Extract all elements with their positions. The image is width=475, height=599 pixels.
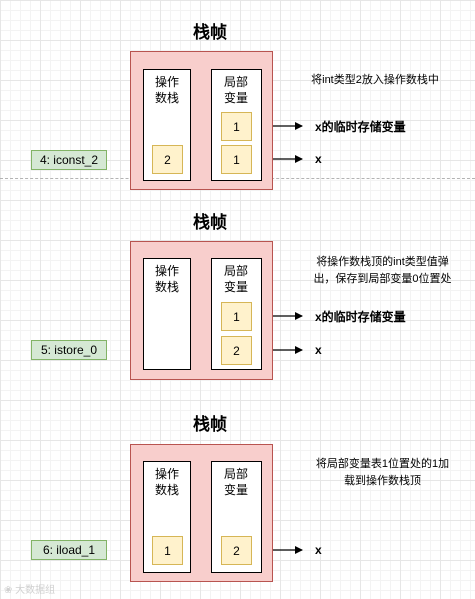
stack-slot-3-0: 1	[152, 536, 183, 565]
frame-title-3: 栈帧	[193, 415, 227, 434]
operand-stack-label-2: 操作 数栈	[154, 264, 179, 294]
local-vars-label-3: 局部 变量	[223, 467, 248, 497]
local-vars-label-2: 局部 变量	[223, 264, 248, 294]
frame-title-2: 栈帧	[193, 213, 227, 232]
watermark-logo-icon: ❀	[4, 585, 13, 596]
target-2-1: x	[315, 343, 322, 357]
note-2: 将操作数栈顶的int类型值弹 出，保存到局部变量0位置处	[313, 256, 452, 285]
instruction-2: 5: istore_0	[31, 340, 107, 360]
instruction-3: 6: iload_1	[31, 540, 107, 560]
local-slot-2-1: 2	[221, 336, 252, 365]
watermark: ❀ 大数据组	[4, 581, 55, 596]
local-slot-2-0: 1	[221, 302, 252, 331]
watermark-text: 大数据组	[15, 585, 56, 596]
stack-slot-1-0: 2	[152, 145, 183, 174]
local-slot-1-1: 1	[221, 145, 252, 174]
operand-stack-label-3: 操作 数栈	[154, 467, 179, 497]
operand-stack-label-1: 操作 数栈	[154, 75, 179, 105]
instruction-1: 4: iconst_2	[31, 150, 107, 170]
target-2-0: x的临时存储变量	[315, 310, 406, 324]
target-1-1: x	[315, 152, 322, 166]
operand-stack-2	[143, 258, 191, 370]
target-3-0: x	[315, 543, 322, 557]
note-1: 将int类型2放入操作数栈中	[311, 74, 439, 86]
local-slot-1-0: 1	[221, 112, 252, 141]
local-vars-label-1: 局部 变量	[223, 75, 248, 105]
note-3: 将局部变量表1位置处的1加 载到操作数栈顶	[315, 458, 450, 487]
target-1-0: x的临时存储变量	[315, 120, 406, 134]
local-slot-3-0: 2	[221, 536, 252, 565]
frame-title-1: 栈帧	[193, 23, 227, 42]
